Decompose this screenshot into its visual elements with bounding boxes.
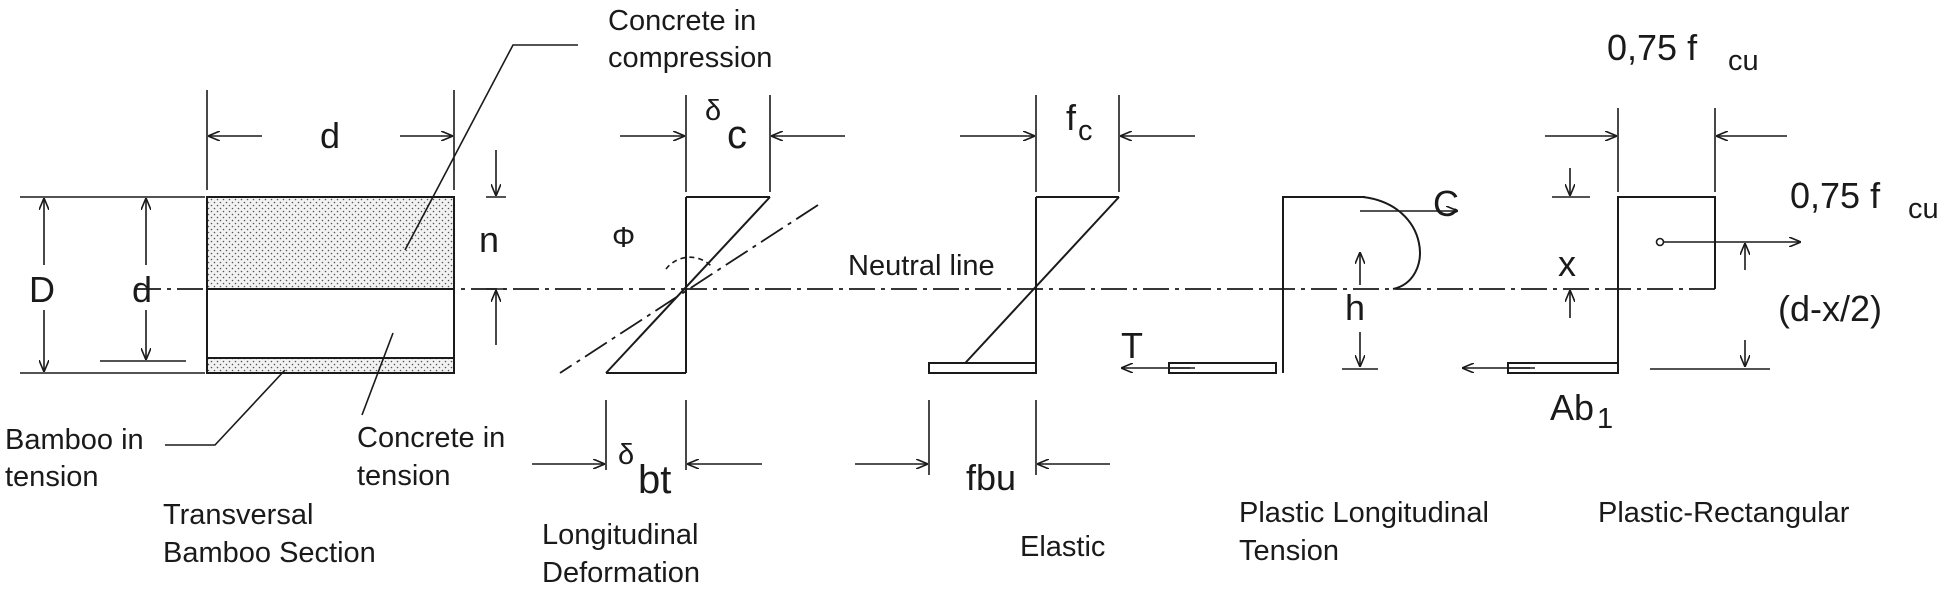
ab-main: Ab <box>1550 387 1594 428</box>
d-left-label: d <box>132 269 152 310</box>
elastic-diagram: Neutral line f c fbu Elastic <box>848 95 1195 563</box>
caption-transversal-1: Transversal <box>163 499 313 531</box>
tension-zone <box>206 288 455 359</box>
fc-f: f <box>1066 97 1077 138</box>
c-force-label: C <box>1433 183 1459 224</box>
neutral-line-label: Neutral line <box>848 250 995 282</box>
plastic-long-curve <box>1362 196 1421 290</box>
concrete-tension-leader <box>361 332 394 416</box>
compression-leader <box>404 44 578 251</box>
plastic-rectangular: 0,75 f cu 0,75 f cu x (d-x/2) Ab 1 Plast… <box>1463 27 1937 529</box>
caption-plastic-long-1: Plastic Longitudinal <box>1239 497 1489 529</box>
x-label: x <box>1558 243 1576 284</box>
caption-longitudinal-1: Longitudinal <box>542 519 698 551</box>
plastic-long-outline <box>1282 196 1365 373</box>
caption-plastic-long-2: Tension <box>1239 535 1339 567</box>
D-label: D <box>29 269 55 310</box>
caption-longitudinal-2: Deformation <box>542 557 700 589</box>
phi-symbol: Φ <box>612 222 635 254</box>
bamboo-leader <box>165 369 286 446</box>
ab-sub: 1 <box>1597 403 1613 435</box>
delta-bt-sub: bt <box>638 458 671 502</box>
resultant-point <box>1655 237 1665 247</box>
dx-label: (d-x/2) <box>1778 288 1882 329</box>
caption-elastic: Elastic <box>1020 531 1105 563</box>
fc-sub: c <box>1078 115 1093 147</box>
strain-diagonal <box>605 196 771 374</box>
fcu-top-main: 0,75 f <box>1607 27 1698 68</box>
delta-c-sub: c <box>727 113 747 157</box>
fcu-right-sub: cu <box>1908 193 1937 225</box>
delta-c-delta: δ <box>705 95 721 127</box>
caption-plastic-rect: Plastic-Rectangular <box>1598 497 1850 529</box>
t-force-label: T <box>1121 325 1143 366</box>
bamboo-tension-label-2: tension <box>5 461 99 493</box>
plastic-rect-outline <box>1617 196 1716 373</box>
concrete-tension-label-2: tension <box>357 460 451 492</box>
phi-arc <box>665 256 713 270</box>
elastic-diagonal <box>955 196 1120 374</box>
fcu-right-main: 0,75 f <box>1790 175 1881 216</box>
d-top-label: d <box>320 115 340 156</box>
n-label: n <box>479 219 499 260</box>
concrete-compression-label-1: Concrete in <box>608 5 756 37</box>
bamboo-tension-label-1: Bamboo in <box>5 424 144 456</box>
caption-transversal-2: Bamboo Section <box>163 537 376 569</box>
bamboo-strip <box>206 357 455 374</box>
fbu-label: fbu <box>966 457 1016 498</box>
transversal-section: d D d n Concrete in compression Bamboo i… <box>5 5 772 569</box>
longitudinal-deformation: Φ δ c δ bt Longitudinal Deformation <box>532 95 845 589</box>
plastic-longitudinal: C T h Plastic Longitudinal Tension <box>1121 183 1489 567</box>
h-label: h <box>1345 287 1365 328</box>
compression-zone <box>206 196 455 290</box>
fcu-top-sub: cu <box>1728 45 1759 77</box>
concrete-tension-label-1: Concrete in <box>357 422 505 454</box>
delta-bt-delta: δ <box>618 439 634 471</box>
elastic-bamboo-bar <box>928 362 1037 374</box>
strain-dashed-line <box>559 204 819 374</box>
concrete-compression-label-2: compression <box>608 42 772 74</box>
